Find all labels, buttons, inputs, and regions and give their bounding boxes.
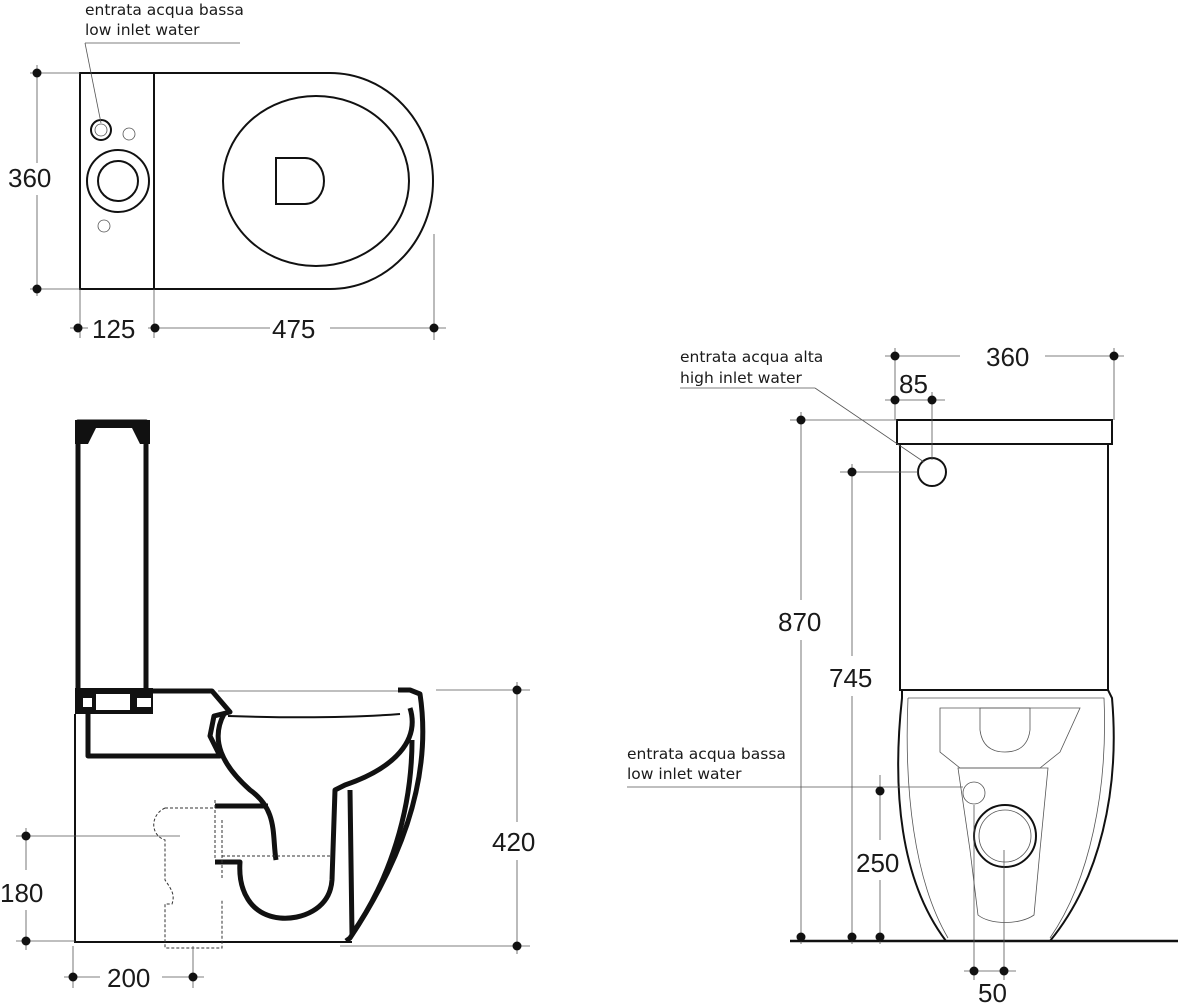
tank-walls [75, 419, 149, 690]
top-view-outline [79, 72, 434, 290]
back-dim-360: 360 [986, 342, 1029, 372]
low-inlet-hole [90, 119, 112, 141]
back-dim-870: 870 [778, 607, 821, 637]
high-note-en: high inlet water [680, 369, 802, 387]
seat-outline [222, 95, 410, 267]
high-note-it: entrata acqua alta [680, 348, 823, 366]
top-note-en: low inlet water [85, 21, 200, 39]
top-note-it: entrata acqua bassa [85, 1, 244, 19]
back-dim-745: 745 [829, 663, 872, 693]
tank-back [896, 419, 1113, 691]
back-dim-50: 50 [978, 978, 1007, 1004]
top-dim-475: 475 [272, 314, 315, 344]
back-dim-250: 250 [856, 848, 899, 878]
flush-button-inner [97, 160, 139, 202]
bowl-back [897, 689, 1115, 942]
tank-lid [75, 420, 150, 444]
bowl-cavity [347, 739, 415, 937]
flush-button-outer [86, 149, 150, 213]
rim-section [85, 688, 233, 759]
low-note-en: low inlet water [627, 765, 742, 783]
outlet-back [973, 804, 1037, 868]
side-dim-180: 180 [0, 878, 43, 908]
low-inlet-back [962, 781, 986, 805]
top-dim-125: 125 [92, 314, 135, 344]
base-outline [74, 714, 352, 943]
high-inlet-hole [917, 457, 947, 487]
small-hole [97, 219, 111, 233]
back-view: 360 85 entrata acqua alta high inlet wat… [627, 342, 1178, 1004]
side-dim-200: 200 [107, 963, 150, 993]
hinge-mark [275, 157, 325, 205]
small-hole [122, 127, 136, 141]
top-view: entrata acqua bassa low inlet water 360 … [8, 1, 446, 344]
side-section: 420 180 200 [0, 419, 535, 993]
side-dim-420: 420 [492, 827, 535, 857]
back-dim-85: 85 [899, 369, 928, 399]
low-note-it: entrata acqua bassa [627, 745, 786, 763]
outlet-pipe-dashed [153, 800, 330, 949]
trap-outer [215, 707, 415, 921]
top-dim-360: 360 [8, 163, 51, 193]
trap-inner [215, 712, 279, 861]
